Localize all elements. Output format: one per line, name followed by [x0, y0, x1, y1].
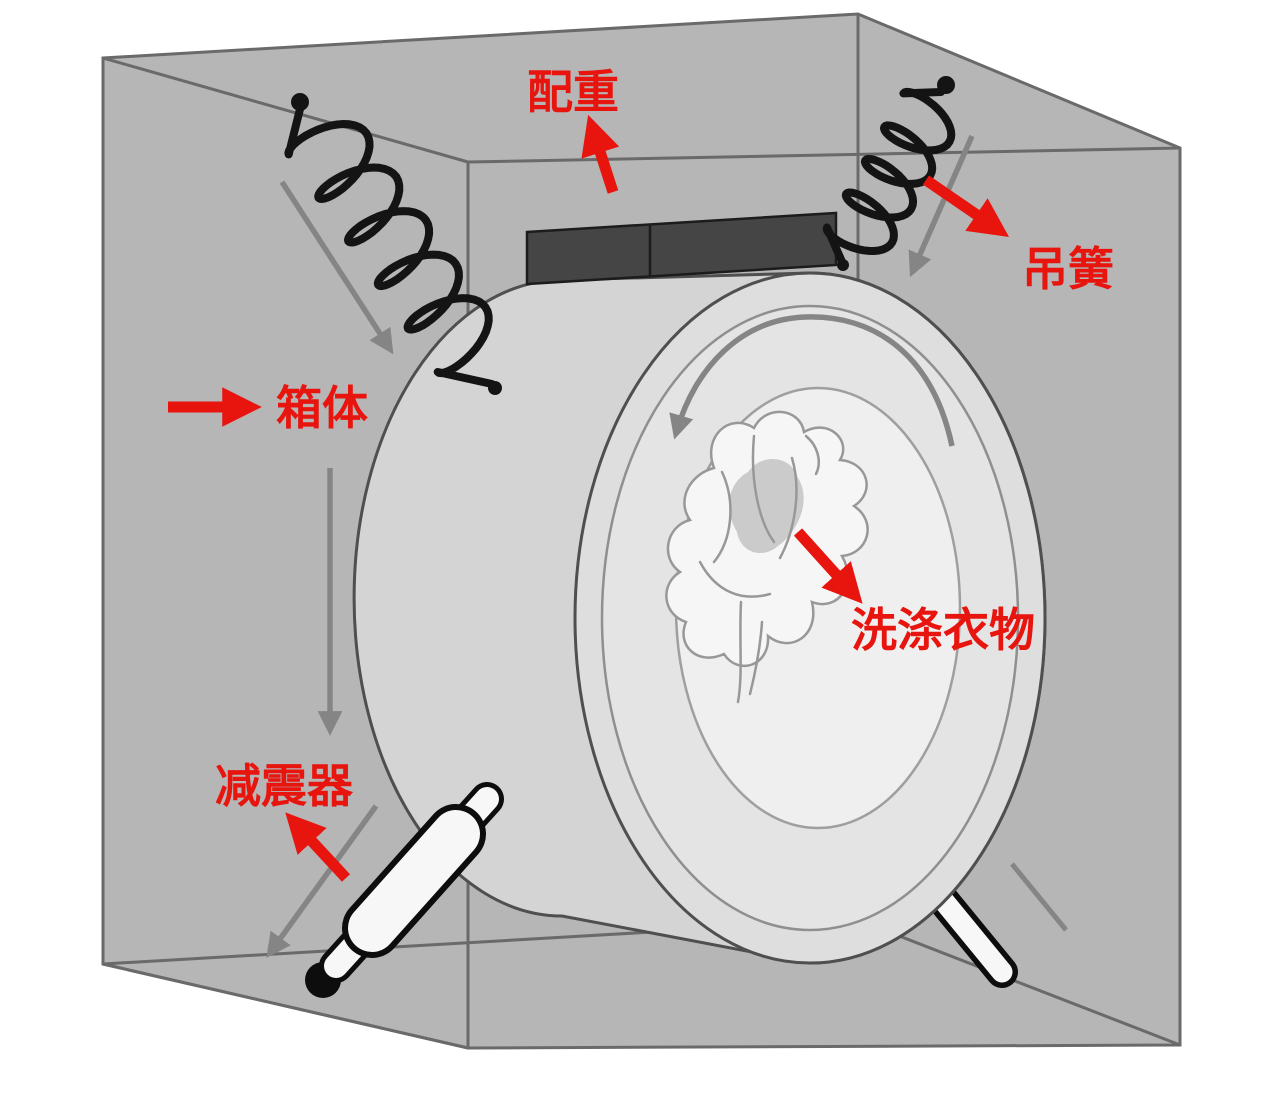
laundry-fold-4: [804, 434, 820, 476]
laundry-fold-1: [712, 470, 732, 564]
pointer-arrow-spring: [922, 175, 1010, 237]
laundry-thread-2: [748, 620, 764, 696]
spring-hook-bottom-right: [837, 259, 849, 271]
laundry-thread-1: [736, 600, 743, 704]
spring-hook-top-right: [937, 76, 955, 94]
motion-arrow-right-spring: [908, 134, 975, 278]
cabinet-edge-bottom-left: [102, 962, 469, 1050]
laundry-fold-3: [778, 456, 798, 560]
motion-arrow-left-spring: [279, 180, 394, 355]
laundry-fold-2: [751, 434, 776, 544]
pointer-arrows: [168, 114, 1010, 882]
cabinet-edge-top-left: [102, 56, 469, 164]
suspension-springs: [284, 76, 956, 395]
pointer-arrow-damper: [285, 812, 351, 882]
shock-absorber-left-body: [348, 810, 480, 952]
laundry-shade: [729, 459, 804, 554]
motion-arrow-left-damper: [266, 804, 379, 959]
suspension-spring-right: [822, 87, 956, 268]
shock-absorber-left: [305, 782, 504, 998]
motion-line-right-damper: [1010, 862, 1068, 932]
spring-hook-bottom-left: [488, 381, 502, 395]
label-suspension-spring: 吊簧: [1022, 242, 1114, 296]
label-cabinet: 箱体: [276, 381, 368, 435]
suspension-spring-left: [284, 101, 496, 388]
drum: [352, 271, 1047, 965]
counterweight-block: [525, 211, 838, 286]
pointer-arrow-laundry: [793, 528, 863, 604]
cabinet-edge-front-top: [467, 146, 1181, 164]
spring-hook-top-left: [291, 93, 309, 111]
label-counterweight: 配重: [527, 65, 619, 119]
rotation-arrow: [669, 314, 955, 447]
pointer-arrow-counterweight: [581, 114, 620, 194]
cabinet-edge-bottom-right: [857, 918, 1181, 1047]
laundry-sketch: [665, 410, 869, 704]
laundry-fold-5: [698, 560, 772, 598]
label-laundry: 洗涤衣物: [851, 603, 1035, 657]
labels: 配重 吊簧 箱体 洗涤衣物 减震器: [215, 65, 1114, 813]
motion-arrows: [266, 134, 975, 959]
counterweight-slab: [525, 211, 838, 286]
label-shock-absorber: 减震器: [215, 759, 354, 813]
